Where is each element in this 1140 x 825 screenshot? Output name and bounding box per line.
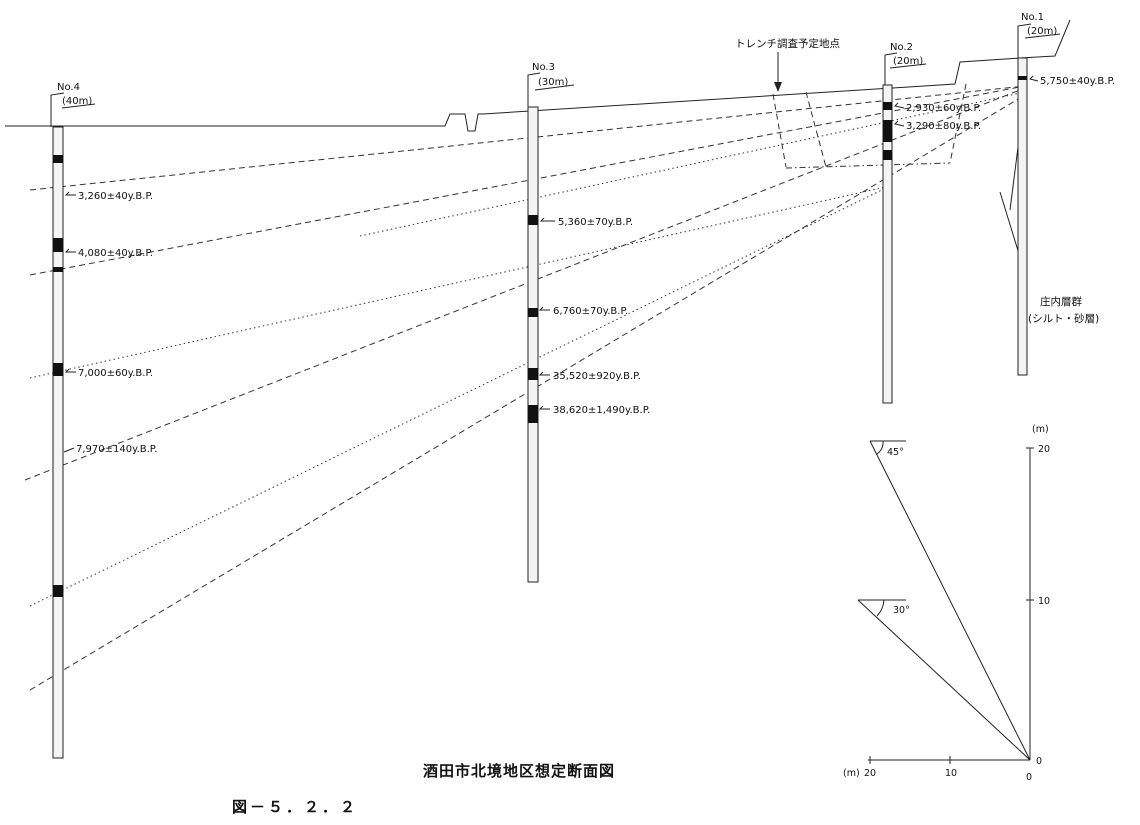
borehole-no2-depth: (20m) [893,56,923,67]
scale-h-unit: (m) [843,768,860,779]
date-no4-4: 7,970±140y.B.P. [76,444,157,455]
trench-label: トレンチ調査予定地点 [735,37,840,50]
borehole-no1-id: No.1 [1021,12,1044,23]
formation-sublabel: (シルト・砂層) [1028,312,1099,325]
scale-v-unit: (m) [1032,424,1049,435]
borehole-no4-id: No.4 [57,82,80,93]
date-arrows [63,75,1039,453]
correlation-lines [24,85,1026,691]
scale-diagram [857,440,1034,764]
date-no3-1: 5,360±70y.B.P. [558,217,633,228]
scale-v-tick-10: 10 [1038,596,1050,607]
borehole-no2-id: No.2 [890,42,913,53]
scale-h-tick-10: 10 [945,768,957,779]
borehole-no3 [527,72,575,583]
scale-h-tick-0: 0 [1026,772,1032,783]
figure-title: 酒田市北境地区想定断面図 [423,762,615,780]
date-no2-1: 2,930±60y.B.P. [906,103,981,114]
trench-outline [772,83,1028,281]
date-no4-2: 4,080±40y.B.P. [78,248,153,259]
date-no4-3: 7,000±60y.B.P. [78,368,153,379]
angle-45-label: 45° [887,447,904,458]
scale-h-tick-20: 20 [864,768,876,779]
borehole-no1-depth: (20m) [1027,26,1057,37]
date-no3-3: 35,520±920y.B.P. [553,371,641,382]
angle-30-label: 30° [893,605,910,616]
date-no3-4: 38,620±1,490y.B.P. [553,405,650,416]
figure-number: 図－５．２．２ [232,798,358,816]
borehole-no2 [882,52,927,404]
borehole-no4 [50,92,96,759]
borehole-no3-id: No.3 [532,62,555,73]
scale-v-tick-0: 0 [1036,756,1042,767]
date-no3-2: 6,760±70y.B.P. [553,306,628,317]
borehole-no4-depth: (40m) [62,96,92,107]
borehole-no1 [1017,23,1061,376]
date-no1-1: 5,750±40y.B.P. [1040,76,1115,87]
scale-v-tick-20: 20 [1038,444,1050,455]
formation-label: 庄内層群 [1040,295,1082,308]
date-no4-1: 3,260±40y.B.P. [78,191,153,202]
borehole-no3-depth: (30m) [538,77,568,88]
date-no2-2: 3,290±80y.B.P. [906,121,981,132]
